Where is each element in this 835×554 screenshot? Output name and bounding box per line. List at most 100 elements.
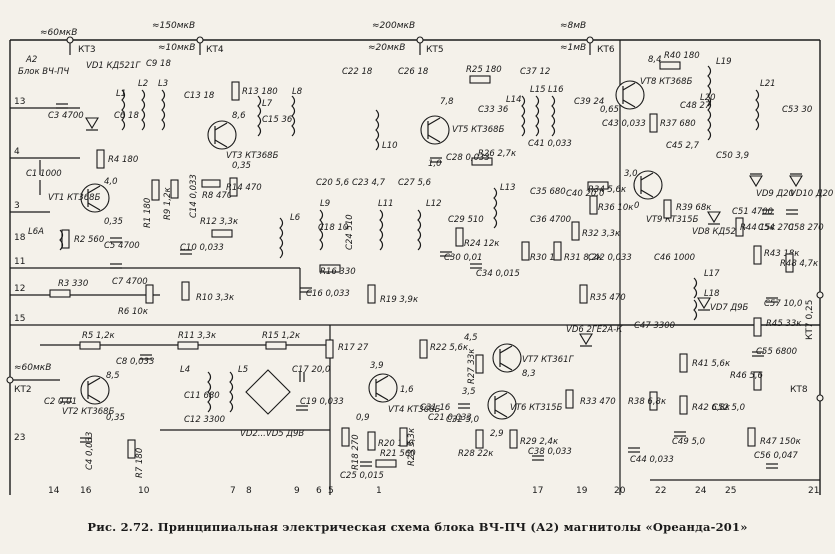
schematic-component: C7 4700 — [110, 263, 148, 287]
component-label: R8 470 — [202, 191, 232, 201]
component-label: L7 — [262, 99, 273, 109]
diode-vd1: VD1 КД521Г — [85, 61, 141, 131]
component-label: R12 3,3к — [200, 217, 239, 227]
block-subtitle: Блок ВЧ-ПЧ — [18, 67, 69, 77]
schematic-component: C4 0,033 — [80, 432, 95, 470]
component-label: C49 5,0 — [672, 437, 705, 447]
component-label: R22 5,6к — [430, 343, 469, 353]
component-label: VD8 КД521Г — [692, 227, 747, 237]
schematic-component: R8 470 — [201, 179, 232, 201]
component-label: R10 3,3к — [196, 293, 235, 303]
component-label: 4 — [14, 147, 20, 157]
schematic-component: C31 16 — [420, 403, 451, 413]
schematic-component: L3 — [158, 79, 168, 131]
component-label: R35 470 — [590, 293, 626, 303]
schematic-component: R23 3,3к — [399, 427, 417, 466]
schematic-component: R2 560 — [61, 229, 104, 249]
schematic-component: R11 3,3к — [177, 331, 217, 350]
diode-vd7: VD7 Д9Б — [697, 297, 749, 313]
component-label: L21 — [760, 79, 776, 89]
schematic-component: C36 4700 — [530, 215, 571, 225]
schematic-component: C28 0,033 — [430, 153, 490, 163]
transistor-vt4: VT4 КТ368Б 3,9 0,9 1,6 — [356, 361, 441, 423]
schematic-component: L18 — [693, 289, 720, 321]
component-label: C42 0,033 — [588, 253, 632, 263]
component-label: R17 27 — [338, 343, 369, 353]
component-label: R9 1,2к — [163, 186, 173, 220]
schematic-component: L11 — [378, 199, 394, 251]
kt6-label: КТ6 — [597, 45, 615, 55]
connector-pins: 13 4 3 18 11 12 15 23 14 16 10 7 8 9 6 5… — [14, 97, 819, 496]
diode-vd9: VD9 Д20 — [749, 173, 794, 199]
component-label: 24 — [695, 486, 707, 496]
schematic-component: R24 12к — [455, 227, 500, 249]
component-label: L3 — [158, 79, 168, 89]
schematic-component: C27 5,6 — [398, 178, 432, 188]
component-label: 7 — [230, 486, 236, 496]
component-label: 1 — [376, 486, 382, 496]
schematic-component: L15 — [530, 85, 546, 137]
schematic-component: C21 0,033 — [428, 413, 472, 423]
component-label: C5 4700 — [104, 241, 140, 251]
component-label: C50 3,9 — [716, 151, 749, 161]
component-label: 15 — [14, 314, 25, 324]
schematic-component: C5 4700 — [104, 237, 140, 251]
level-kt2: ≈60мкВ — [14, 363, 51, 373]
component-label: C12 3300 — [184, 415, 225, 425]
component-label: L15 — [530, 85, 546, 95]
schematic-component: R30 1к — [521, 241, 561, 263]
component-label: 1,6 — [400, 385, 414, 395]
schematic-component: L2 — [138, 79, 148, 131]
component-label: L10 — [382, 141, 398, 151]
component-label: 20 — [614, 486, 626, 496]
component-label: R37 680 — [660, 119, 696, 129]
diode-bridge-vd2-vd5: VD2...VD5 Д9В — [240, 369, 304, 439]
component-label: C51 4700 — [732, 207, 773, 217]
schematic-component: R16 330 — [319, 264, 356, 277]
schematic-component: R19 3,9к — [367, 284, 419, 305]
component-label: C24 510 — [345, 214, 355, 250]
component-label: 4,5 — [464, 333, 478, 343]
schematic-component: C35 680 — [530, 187, 566, 197]
component-label: R1 180 — [143, 198, 153, 228]
component-label: C27 5,6 — [398, 178, 432, 188]
component-label: 8,4 — [648, 55, 662, 65]
schematic-component: R37 680 — [649, 113, 696, 133]
kt8-label: КТ8 — [790, 385, 808, 395]
component-label: R44 15к — [740, 223, 776, 233]
level-kt5-b: ≈20мкВ — [368, 43, 405, 53]
component-label: 10 — [138, 486, 150, 496]
schematic-component: R5 1,2к — [79, 331, 116, 350]
test-point-kt3: ≈60мкВ КТ3 — [40, 28, 96, 55]
component-label: L11 — [378, 199, 394, 209]
schematic-component: R40 180 — [659, 51, 700, 70]
component-label: C11 680 — [184, 391, 220, 401]
schematic-component: C22 18 — [342, 67, 373, 77]
schematic-component: L16 — [548, 85, 564, 137]
component-label: L20 — [700, 93, 716, 103]
schematic-component: C14 0,033 — [189, 174, 199, 218]
component-label: C54 270 — [758, 223, 794, 233]
component-label: 4,0 — [104, 177, 118, 187]
component-label: C33 36 — [478, 105, 509, 115]
diode-vd10: VD10 Д20 — [789, 173, 833, 199]
component-label: 22 — [655, 486, 666, 496]
component-label: VT3 КТ368Б — [226, 151, 279, 161]
component-label: 19 — [576, 486, 588, 496]
figure-caption: Рис. 2.72. Принципиальная электрическая … — [87, 520, 748, 534]
schematic-component: L5 — [229, 365, 248, 413]
test-points: ≈60мкВ КТ3 ≈150мкВ ≈10мкВ КТ4 ≈200мкВ ≈2… — [6, 21, 824, 402]
schematic-component: L10 — [375, 109, 398, 151]
component-label: 8,5 — [106, 371, 120, 381]
schematic-component: C32 5,0 — [446, 403, 479, 425]
schematic-component: C8 0,033 — [116, 354, 154, 367]
component-label: VT7 КТ361Г — [522, 355, 575, 365]
component-label: 5 — [328, 486, 334, 496]
schematic-component: L14 — [506, 95, 526, 137]
schematic-component: C23 4,7 — [352, 178, 386, 188]
component-label: VT8 КТ368Б — [640, 77, 693, 87]
component-label: R34 5,6к — [588, 185, 627, 195]
transistor-vt1: VT1 КТ368Б 4,0 0,35 — [48, 177, 123, 227]
component-label: C8 0,033 — [116, 357, 154, 367]
component-label: 6 — [316, 486, 322, 496]
